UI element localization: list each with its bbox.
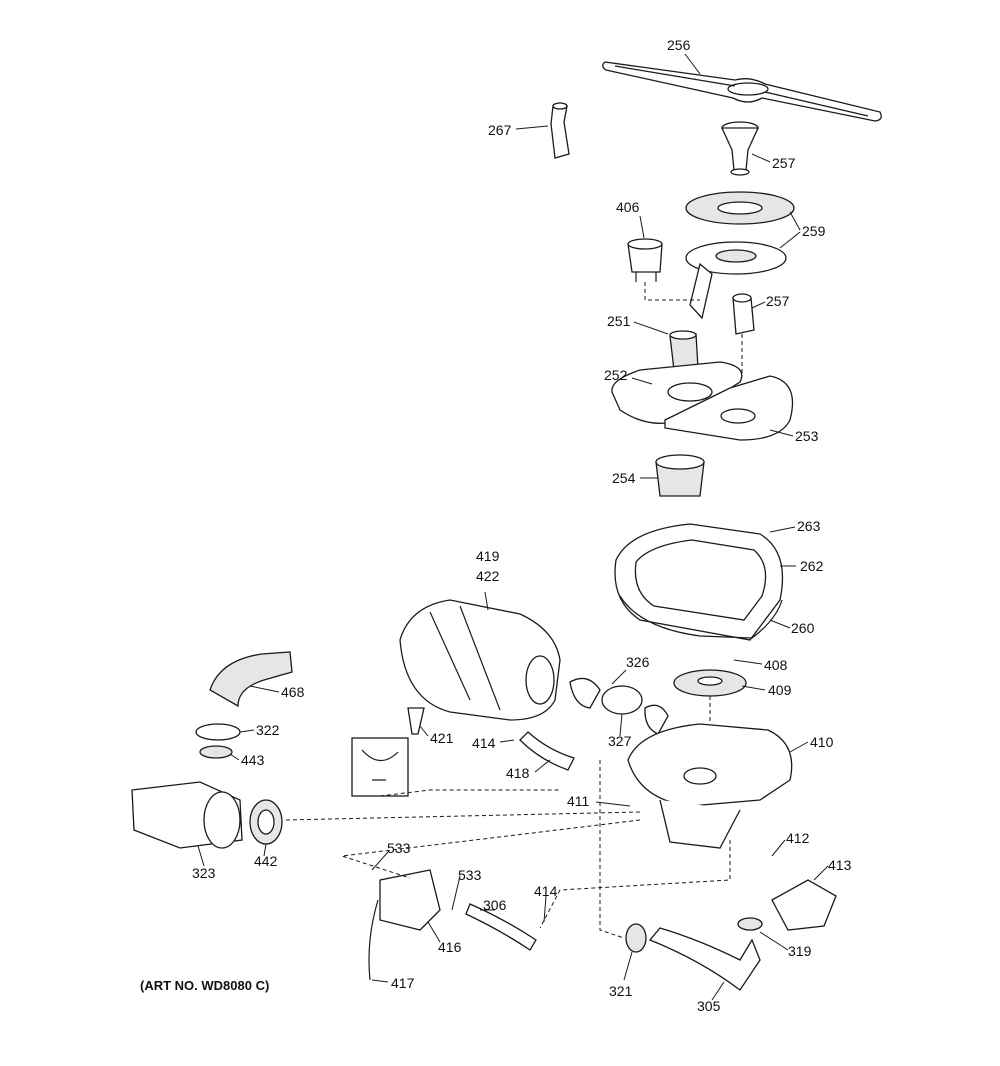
part-323-pump	[131, 781, 243, 849]
part-413-valve	[771, 879, 837, 931]
callout-256: 256	[667, 37, 691, 53]
part-319-grommet	[737, 917, 763, 931]
part-417-wire	[368, 899, 379, 981]
callout-406: 406	[616, 199, 640, 215]
part-321-clamp	[625, 923, 647, 953]
part-468-hose	[209, 651, 293, 708]
part-418-hose	[519, 731, 575, 771]
callout-411: 411	[567, 793, 590, 809]
callout-263: 263	[797, 518, 821, 534]
callout-412: 412	[786, 830, 810, 846]
part-256-spray-arm	[602, 61, 882, 122]
callout-254: 254	[612, 470, 636, 486]
callout-323: 323	[192, 865, 216, 881]
callout-306: 306	[483, 897, 507, 913]
callout-257-top: 257	[772, 155, 796, 171]
callout-409: 409	[768, 682, 792, 698]
part-322-ring	[195, 723, 241, 741]
callout-251: 251	[607, 313, 631, 329]
callout-327: 327	[608, 733, 632, 749]
part-419-motor	[399, 599, 561, 721]
callout-267: 267	[488, 122, 512, 138]
callout-422: 422	[476, 568, 500, 584]
part-326	[569, 677, 669, 735]
art-number: (ART NO. WD8080 C)	[140, 978, 269, 993]
part-327	[601, 685, 643, 715]
detail-inset	[351, 737, 409, 797]
leader-lines	[197, 53, 829, 1001]
callout-533-left: 533	[387, 840, 411, 856]
part-267-tube	[550, 102, 570, 159]
callout-419: 419	[476, 548, 500, 564]
callout-410: 410	[810, 734, 834, 750]
part-410-sump	[627, 723, 793, 849]
part-305-hose	[648, 927, 761, 991]
part-254-filter-cup	[655, 454, 705, 497]
callout-413: 413	[828, 857, 852, 873]
part-257-nozzle-lower	[732, 293, 755, 335]
part-252-plate	[611, 361, 743, 424]
part-253-plate	[664, 375, 794, 441]
callout-260: 260	[791, 620, 815, 636]
callout-319: 319	[788, 943, 812, 959]
callout-252: 252	[604, 367, 628, 383]
callout-421: 421	[430, 730, 454, 746]
part-409-disk	[673, 669, 747, 697]
callout-321: 321	[609, 983, 633, 999]
part-306-hose	[465, 903, 537, 951]
callouts: 256 267 257 406 259 257 251 252 253 254 …	[192, 37, 852, 1014]
part-406-housing	[627, 238, 663, 282]
part-443-ring	[199, 745, 233, 759]
part-257-nozzle-top	[720, 121, 760, 176]
callout-533-right: 533	[458, 867, 482, 883]
part-442-seal	[249, 799, 283, 845]
callout-408: 408	[764, 657, 788, 673]
part-262-frame	[614, 523, 784, 641]
callout-262: 262	[800, 558, 824, 574]
part-259-filter	[685, 191, 795, 320]
callout-414-upper: 414	[472, 735, 496, 751]
callout-305: 305	[697, 998, 721, 1014]
callout-322: 322	[256, 722, 280, 738]
callout-259: 259	[802, 223, 826, 239]
callout-443: 443	[241, 752, 265, 768]
callout-442: 442	[254, 853, 278, 869]
part-416-bracket	[379, 869, 441, 931]
callout-418: 418	[506, 765, 530, 781]
callout-416: 416	[438, 939, 462, 955]
callout-253: 253	[795, 428, 819, 444]
callout-468: 468	[281, 684, 305, 700]
part-251-screen	[669, 330, 699, 371]
callout-257-lower: 257	[766, 293, 790, 309]
callout-417: 417	[391, 975, 415, 991]
alignment-lines	[285, 282, 743, 939]
part-260-gasket	[619, 595, 783, 639]
part-421	[407, 707, 425, 735]
callout-326: 326	[626, 654, 650, 670]
callout-414-lower: 414	[534, 883, 558, 899]
